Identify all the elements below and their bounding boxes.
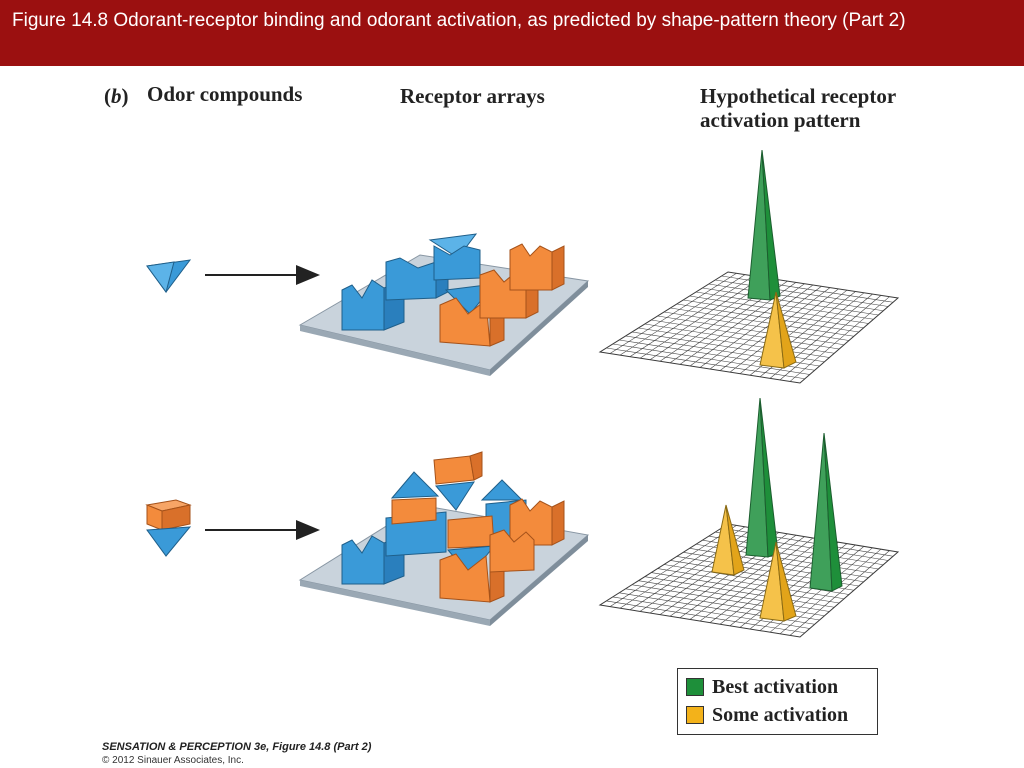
- some-activation-swatch: [686, 706, 704, 724]
- grid-line: [709, 539, 822, 623]
- activation-pattern-heading: Hypothetical receptor activation pattern: [700, 84, 896, 132]
- some-activation-peak-icon: [759, 541, 797, 622]
- grid-line: [676, 303, 859, 333]
- panel-label: (b): [104, 84, 129, 108]
- best-activation-peak-icon: [809, 432, 843, 592]
- grid-line: [779, 295, 882, 381]
- activation-grid-row-1: [598, 149, 900, 384]
- orange-receptor-icon: [489, 529, 535, 573]
- figure-title: Figure 14.8 Odorant-receptor binding and…: [12, 10, 906, 31]
- orange-receptor-icon: [509, 498, 565, 546]
- odorant-cube-triangle-icon: [145, 499, 192, 557]
- blue-receptor-icon: [385, 471, 447, 557]
- legend-item-some: Some activation: [686, 704, 848, 726]
- panel-label-letter: b: [111, 84, 122, 108]
- grid-line: [739, 289, 848, 374]
- footer-book-credit: SENSATION & PERCEPTION 3e, Figure 14.8 (…: [102, 741, 372, 753]
- grid-line: [708, 535, 884, 566]
- best-activation-peak-icon: [745, 397, 779, 558]
- grid-line: [779, 548, 882, 635]
- blue-receptor-icon: [428, 233, 481, 281]
- title-bar: Figure 14.8 Odorant-receptor binding and…: [0, 0, 1024, 66]
- panel-label-open: (: [104, 84, 111, 108]
- odorant-row-1: [146, 149, 900, 384]
- orange-receptor-icon: [439, 515, 505, 603]
- odor-compounds-heading: Odor compounds: [147, 82, 303, 106]
- grid-line: [702, 287, 879, 316]
- odorant-row-2: [145, 397, 900, 638]
- best-activation-label: Best activation: [712, 675, 839, 698]
- some-activation-peak-icon: [759, 291, 797, 369]
- odorant-triangle-icon: [146, 259, 192, 294]
- best-activation-swatch: [686, 678, 704, 696]
- grid-line: [663, 311, 850, 341]
- grid-line: [670, 307, 854, 337]
- legend-item-best: Best activation: [686, 676, 838, 698]
- some-activation-peak-icon: [711, 504, 745, 576]
- orange-receptor-icon: [509, 243, 565, 291]
- footer-copyright: © 2012 Sinauer Associates, Inc.: [102, 755, 244, 766]
- legend: Best activation Some activation: [677, 668, 878, 735]
- activation-grid-row-2: [598, 397, 900, 638]
- some-activation-label: Some activation: [712, 703, 849, 726]
- receptor-array-row-1: [298, 233, 590, 376]
- grid-plane-row-1: [598, 271, 900, 384]
- grid-line: [715, 531, 889, 561]
- panel-label-close: ): [121, 84, 129, 108]
- best-activation-peak-icon: [747, 149, 781, 301]
- receptor-array-row-2: [298, 451, 590, 626]
- grid-line: [789, 550, 890, 636]
- grid-line: [695, 291, 874, 320]
- orange-cube-icon: [433, 451, 483, 511]
- grid-line: [708, 283, 884, 312]
- grid-line: [709, 286, 822, 370]
- grid-line: [789, 296, 890, 382]
- grid-line: [715, 279, 889, 307]
- receptor-arrays-heading: Receptor arrays: [400, 84, 545, 108]
